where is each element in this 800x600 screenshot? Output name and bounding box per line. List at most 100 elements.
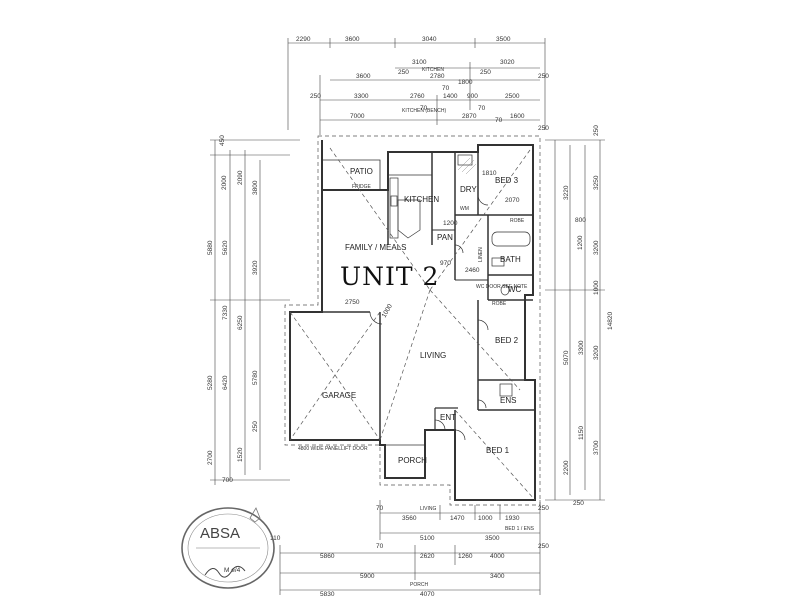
left-dim-10: 5280 [207,375,214,390]
top-dim-9: 3600 [356,73,371,80]
right-dim-10: 3300 [578,340,585,355]
right-dim-9: 5070 [563,350,570,365]
annotation-fridge: FRIDGE [352,184,372,190]
bottom-bed1-label: BED 1 / ENS [505,526,535,532]
right-dim-11: 3200 [593,345,600,360]
bottom-dim-small-5: 110 [270,535,281,542]
top-dim-13: 250 [310,93,321,100]
bottom-dim-3: 1000 [478,515,493,522]
top-dim-21: 1600 [510,113,525,120]
bottom-porch-label: PORCH [410,582,428,588]
right-dim-12: 2200 [563,460,570,475]
top-dim-small-1: 70 [420,105,428,112]
room-label-linen: LINEN [478,247,484,262]
fixtures [369,154,531,441]
right-dim-8: 14820 [607,312,614,330]
bottom-dim-1: 3560 [402,515,417,522]
room-label-pan: PAN [437,233,453,242]
left-dim-2: 2000 [221,175,228,190]
absa-stamp: ABSA M e/4 [181,507,275,589]
right-dim-13: 3700 [593,440,600,455]
right-dimensions [545,139,605,501]
room-label-ent: ENT [440,413,456,422]
left-dim-16: 700 [222,477,233,484]
right-dim-14: 250 [573,500,584,507]
top-dim-12: 250 [538,73,549,80]
top-dim-4: 3500 [496,36,511,43]
room-label-living: LIVING [420,351,446,360]
bottom-dim-12: 3400 [490,573,505,580]
annotation-height-1: 1810 [482,170,497,177]
left-dim-3: 2090 [237,170,244,185]
stamp-text: ABSA [200,525,240,542]
top-dim-10: 2780 [430,73,445,80]
right-dim-15: 1150 [578,426,585,440]
room-label-bed2: BED 2 [495,336,519,345]
right-dim-6: 3200 [593,240,600,255]
top-dim-small-2: 70 [478,105,486,112]
annotation-family-width: 2750 [345,299,360,306]
left-dim-14: 1520 [237,447,244,462]
bottom-dim-small-1: 70 [376,505,384,512]
top-dim-2: 3600 [345,36,360,43]
roof-hip-lines [284,135,541,506]
annotation-garage-door: 4800 WIDE PANELLIFT DOOR [298,446,368,452]
right-dim-1: 250 [593,125,600,136]
top-dim-8: 3020 [500,59,515,66]
bottom-dim-4: 1930 [505,515,520,522]
bottom-dim-10: 4000 [490,553,505,560]
bottom-dim-small-3: 250 [538,505,549,512]
right-dim-labels: 250 3220 3250 800 1200 3200 1000 14820 5… [563,125,614,507]
room-label-garage: GARAGE [322,391,356,400]
top-dim-11: 1800 [458,79,473,86]
annotation-height-5: 1200 [443,220,458,227]
bottom-dim-small-2: 70 [376,543,384,550]
annotation-wc-note: WC DOOR SEE NOTE [476,284,528,290]
top-dim-5: 250 [398,69,409,76]
bottom-dim-9: 1260 [458,553,473,560]
bottom-dim-small-4: 250 [538,543,549,550]
top-dim-small-4: 70 [442,85,450,92]
top-dim-15: 2760 [410,93,425,100]
top-dim-20: 2870 [462,113,477,120]
top-dim-small-3: 70 [495,117,503,124]
bottom-living-label: LIVING [420,506,437,512]
annotation-robe-bed3: ROBE [510,218,525,224]
top-dim-18: 2500 [505,93,520,100]
bottom-dimensions [279,500,541,595]
bottom-dim-7: 5860 [320,553,335,560]
room-label-bed3: BED 3 [495,176,519,185]
room-label-bed1: BED 1 [486,446,510,455]
right-dim-3: 3250 [593,175,600,190]
top-dim-1: 2290 [296,36,311,43]
top-kitchen-label: KITCHEN [422,67,444,73]
annotation-height-4: 2460 [465,267,480,274]
left-dim-11: 6420 [222,375,229,390]
left-dim-1: 450 [219,135,226,146]
top-dim-3: 3040 [422,36,437,43]
bottom-dim-13: 5830 [320,591,335,598]
top-dimensions [287,38,546,135]
left-dim-15: 250 [252,421,259,432]
bottom-dim-6: 3500 [485,535,500,542]
annotation-robe-bed2: ROBE [492,301,507,307]
annotation-door-size: 1000 [381,303,394,319]
top-dim-6: 3100 [412,59,427,66]
bottom-dim-11: 5900 [360,573,375,580]
left-dim-6: 5620 [222,240,229,255]
left-dim-7: 3920 [252,260,259,275]
room-label-wc: WC [508,285,522,294]
annotation-wm: WM [460,206,469,212]
bottom-dim-2: 1470 [450,515,465,522]
top-dim-14: 3300 [354,93,369,100]
right-dim-7: 1000 [593,280,600,295]
room-label-patio: PATIO [350,167,373,176]
left-dim-8: 7330 [222,305,229,320]
left-dim-12: 5780 [252,370,259,385]
right-dim-4: 800 [575,217,586,224]
room-label-kitchen: KITCHEN [404,195,439,204]
bottom-dim-8: 2620 [420,553,435,560]
top-dim-7: 250 [480,69,491,76]
room-label-dry: DRY [460,185,477,194]
